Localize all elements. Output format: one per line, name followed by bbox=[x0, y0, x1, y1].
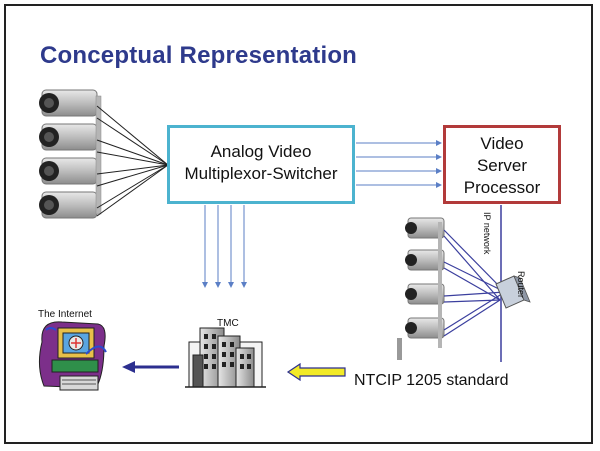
ip-network-label: IP network bbox=[482, 212, 492, 255]
tmc-to-internet-arrow bbox=[122, 361, 179, 373]
camera-icon bbox=[405, 249, 445, 271]
camera-icon bbox=[39, 191, 98, 219]
mux-to-server-arrows bbox=[356, 140, 442, 188]
video-server-processor-box: Video Server Processor bbox=[443, 125, 561, 204]
mux-label-line2: Multiplexor-Switcher bbox=[184, 164, 338, 183]
internet-computer-icon bbox=[38, 321, 107, 391]
camera-icon bbox=[405, 283, 445, 305]
tmc-building-icon bbox=[185, 327, 266, 388]
internet-label: The Internet bbox=[38, 309, 92, 320]
mux-label-line1: Analog Video bbox=[210, 142, 312, 161]
router-links bbox=[443, 229, 506, 337]
server-label-line1: Video bbox=[480, 134, 524, 153]
camera-feed-lines bbox=[96, 105, 169, 217]
server-label-line3: Processor bbox=[463, 178, 541, 197]
camera-icon bbox=[405, 317, 445, 339]
mux-to-tmc-arrows bbox=[202, 205, 247, 288]
ntcip-arrow bbox=[286, 362, 346, 382]
camera-icon bbox=[39, 123, 98, 151]
ntcip-standard-label: NTCIP 1205 standard bbox=[354, 372, 509, 389]
camera-icon bbox=[39, 157, 98, 185]
analog-video-multiplexor-box: Analog Video Multiplexor-Switcher bbox=[167, 125, 355, 204]
slide-title: Conceptual Representation bbox=[40, 42, 358, 69]
server-label-line2: Server bbox=[476, 156, 528, 175]
camera-icon bbox=[39, 89, 98, 117]
camera-icon bbox=[405, 217, 445, 239]
router-label: Router bbox=[516, 271, 526, 299]
camera-stack-right bbox=[397, 217, 445, 360]
router-icon bbox=[495, 275, 531, 309]
camera-stack-left bbox=[39, 89, 102, 219]
tmc-label: TMC bbox=[217, 318, 239, 329]
